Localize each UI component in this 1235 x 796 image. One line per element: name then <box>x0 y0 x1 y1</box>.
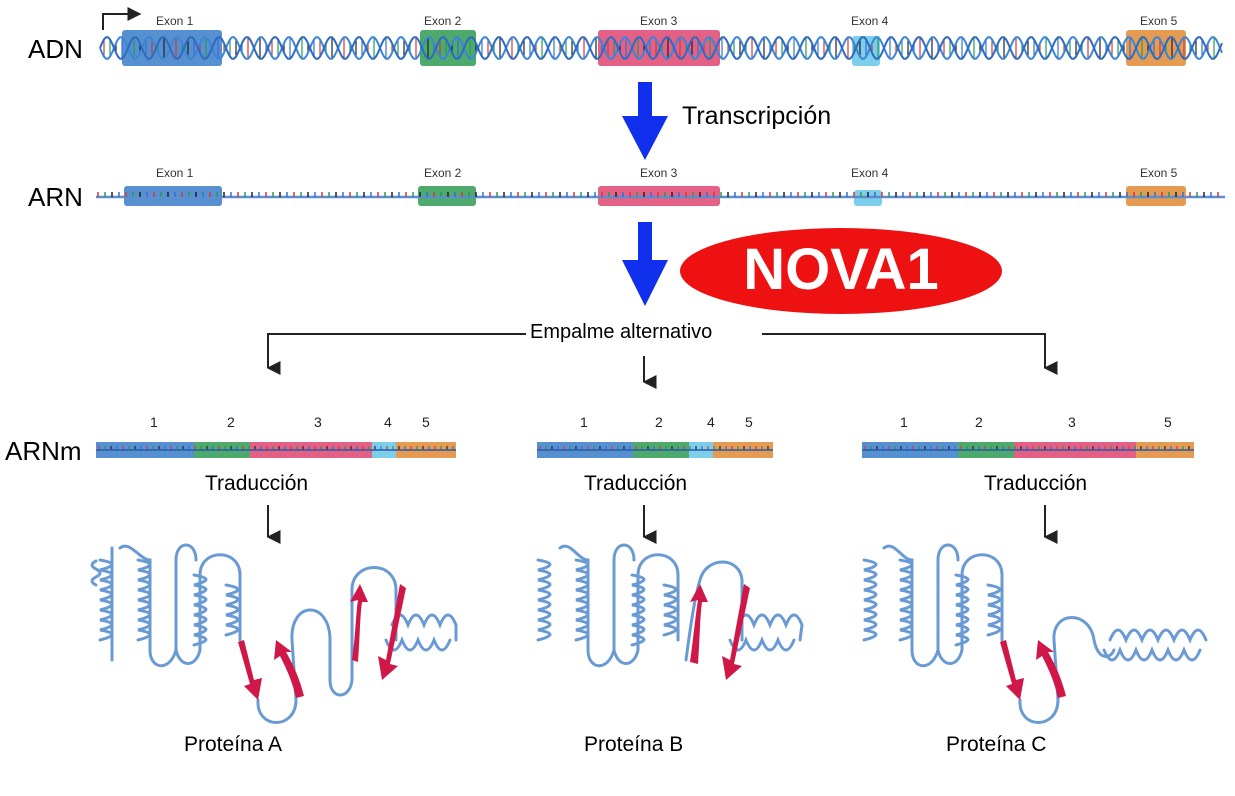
mrna-a-num-1: 1 <box>150 414 158 430</box>
row-label-rna: ARN <box>28 182 83 212</box>
translation-label-c: Traducción <box>984 472 1088 495</box>
dna-exon-3-label: Exon 3 <box>640 14 678 28</box>
mrna-c-num-4: 5 <box>1164 414 1172 430</box>
protein-a-illustration <box>90 543 458 724</box>
transcription-start-arrow <box>102 7 142 30</box>
protein-b-beta-strands <box>690 584 750 680</box>
mrna-a-num-2: 2 <box>227 414 235 430</box>
rna-nucleotide-ticks <box>97 192 1219 197</box>
splicing-bracket <box>266 333 1058 544</box>
mrna-c-num-2: 2 <box>975 414 983 430</box>
exon-2-dna <box>420 30 476 66</box>
rna-exon-4-label: Exon 4 <box>851 166 889 180</box>
rna-exon-5-label: Exon 5 <box>1140 166 1178 180</box>
mrna-b-num-1: 1 <box>580 414 588 430</box>
dna-backbone-strand <box>99 36 1223 60</box>
translation-label-b: Traducción <box>584 472 688 495</box>
dna-exon-4-label: Exon 4 <box>851 14 889 28</box>
splicing-label: Empalme alternativo <box>530 321 713 343</box>
dna-exon-5-label: Exon 5 <box>1140 14 1178 28</box>
mrna-c-num-1: 1 <box>900 414 908 430</box>
splicing-arrow <box>622 222 668 306</box>
dna-backbone-strand <box>99 36 1223 60</box>
dna-double-helix <box>99 36 1223 60</box>
dna-track <box>99 7 1223 66</box>
mrna-c-num-3: 3 <box>1068 414 1076 430</box>
transcription-arrow <box>622 82 668 160</box>
protein-b-illustration <box>536 543 804 668</box>
nova1-label: NOVA1 <box>743 237 939 302</box>
protein-c-beta-strands <box>1000 640 1066 700</box>
protein-c-illustration <box>862 543 1208 724</box>
protein-a-label: Proteína A <box>184 733 283 756</box>
protein-a-beta-strands <box>238 584 406 700</box>
rna-exon-1-label: Exon 1 <box>156 166 194 180</box>
mrna-b-num-4: 5 <box>745 414 753 430</box>
mrna-a-num-4: 4 <box>384 414 392 430</box>
mrna-a-num-5: 5 <box>422 414 430 430</box>
rna-track <box>96 186 1225 206</box>
dna-exon-1-label: Exon 1 <box>156 14 194 28</box>
mrna-b-num-3: 4 <box>707 414 715 430</box>
rna-exon-2-label: Exon 2 <box>424 166 462 180</box>
rna-exon-3-label: Exon 3 <box>640 166 678 180</box>
transcription-label: Transcripción <box>682 102 832 130</box>
exon-1-dna <box>122 30 222 66</box>
mrna-nucleotide-ticks <box>96 446 1194 451</box>
dna-exon-2-label: Exon 2 <box>424 14 462 28</box>
mrna-a-num-3: 3 <box>314 414 322 430</box>
nova1-badge <box>680 228 1002 314</box>
protein-c-label: Proteína C <box>946 733 1047 756</box>
translation-label-a: Traducción <box>205 472 309 495</box>
row-label-mrna: ARNm <box>5 436 82 466</box>
row-label-dna: ADN <box>28 34 83 64</box>
mrna-b-num-2: 2 <box>655 414 663 430</box>
protein-b-label: Proteína B <box>584 733 684 756</box>
